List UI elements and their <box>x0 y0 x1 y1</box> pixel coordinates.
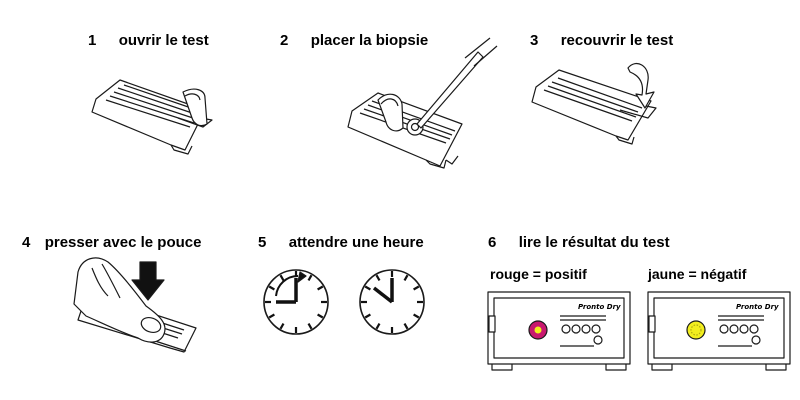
step-2-number: 2 <box>280 32 289 49</box>
step-6-text: lire le résultat du test <box>518 234 670 251</box>
thumb-press-icon <box>73 257 197 353</box>
test-strip-open-icon <box>91 79 213 155</box>
step-4-label: 4 presser avec le pouce <box>22 234 201 251</box>
step-1-text: ouvrir le test <box>118 32 209 49</box>
step-3-text: recouvrir le test <box>560 32 674 49</box>
biopsy-placement-icon <box>347 37 498 169</box>
step-6-number: 6 <box>488 234 497 251</box>
step-1-number: 1 <box>88 32 97 49</box>
step-3-number: 3 <box>530 32 539 49</box>
negative-indicator <box>686 320 706 340</box>
clock-icon <box>263 269 425 335</box>
step-3-label: 3 recouvrir le test <box>530 32 673 49</box>
step-2-label: 2 placer la biopsie <box>280 32 428 49</box>
step-5-number: 5 <box>258 234 267 251</box>
step-5-text: attendre une heure <box>288 234 424 251</box>
step-6-label: 6 lire le résultat du test <box>488 234 670 251</box>
positive-device-brand: Pronto Dry <box>578 303 621 311</box>
step-5-label: 5 attendre une heure <box>258 234 424 251</box>
step-4-number: 4 <box>22 234 31 251</box>
negative-result-label: jaune = négatif <box>648 266 747 282</box>
negative-device-brand: Pronto Dry <box>736 303 779 311</box>
positive-result-label: rouge = positif <box>490 266 587 282</box>
step-1-label: 1 ouvrir le test <box>88 32 209 49</box>
result-device-icon <box>487 291 791 371</box>
step-2-text: placer la biopsie <box>310 32 429 49</box>
step-4-text: presser avec le pouce <box>44 234 202 251</box>
cover-test-icon <box>531 63 657 145</box>
